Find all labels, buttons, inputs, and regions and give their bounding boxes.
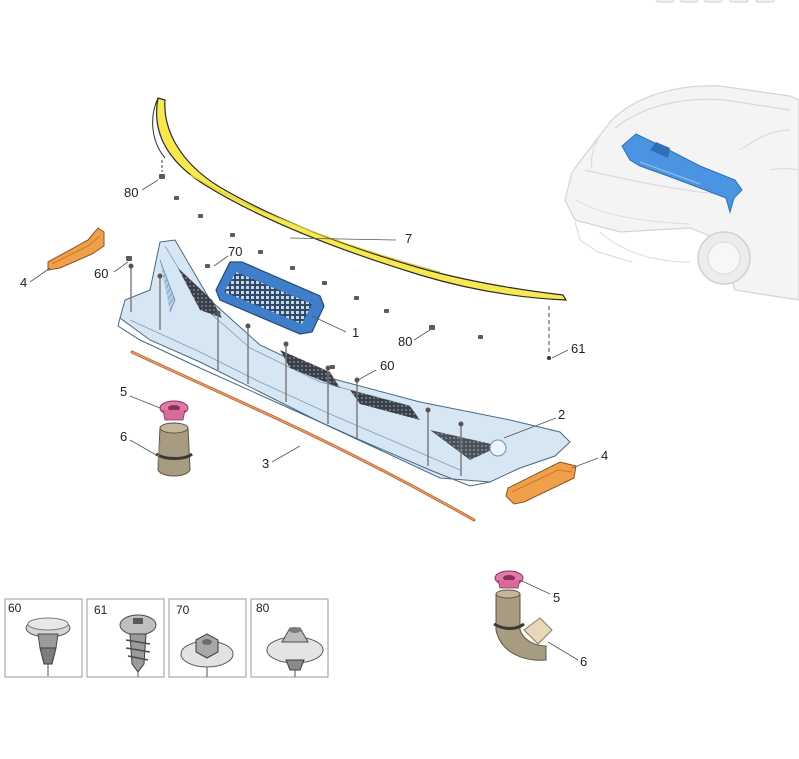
part-5-grommet-right[interactable] [494,570,524,589]
callout-80-lower: 80 [398,334,412,349]
callout-6-left: 6 [120,429,127,444]
callout-60-center: 60 [380,358,394,373]
callout-1: 1 [352,325,359,340]
part-5-grommet-left[interactable] [159,400,189,421]
part-4-left-end-bracket[interactable] [47,227,105,271]
clips-70-80 [126,174,483,369]
callout-5-right: 5 [553,590,560,605]
part-6-drain-hose-right[interactable] [493,589,553,661]
legend-label-60: 60 [8,601,22,615]
callout-60-left: 60 [94,266,108,281]
part-4-right-end-bracket[interactable] [505,461,577,505]
vehicle-locator-illustration [564,85,799,301]
window-controls[interactable] [655,0,775,3]
callout-80-upper: 80 [124,185,138,200]
legend-item-80[interactable]: 80 [250,598,329,678]
callout-5-left: 5 [120,384,127,399]
callout-7: 7 [405,231,412,246]
part-2-cowl-panel[interactable] [117,239,571,487]
callout-2: 2 [558,407,565,422]
legend-item-60[interactable]: 60 [4,598,83,678]
legend-label-80: 80 [256,601,270,615]
part-1-grille-insert[interactable] [215,261,325,335]
fastener-legend: 60 61 70 80 [4,598,329,678]
fastener-rods [128,160,551,476]
leader-lines [29,179,599,661]
legend-item-70[interactable]: 70 [168,598,247,678]
legend-item-61[interactable]: 61 [86,598,165,678]
callout-70: 70 [228,244,242,259]
callout-4-right: 4 [601,448,608,463]
callout-4-left: 4 [20,275,27,290]
part-3-seal-strip[interactable] [130,350,476,522]
part-7-upper-trim-panel[interactable] [152,97,568,301]
callout-61: 61 [571,341,585,356]
part-6-drain-hose-left[interactable] [155,422,193,477]
legend-label-61: 61 [94,603,108,617]
legend-label-70: 70 [176,603,190,617]
callout-labels: 80 70 7 60 4 1 80 61 60 5 6 2 3 4 5 6 [20,185,608,669]
callout-6-right: 6 [580,654,587,669]
callout-3: 3 [262,456,269,471]
